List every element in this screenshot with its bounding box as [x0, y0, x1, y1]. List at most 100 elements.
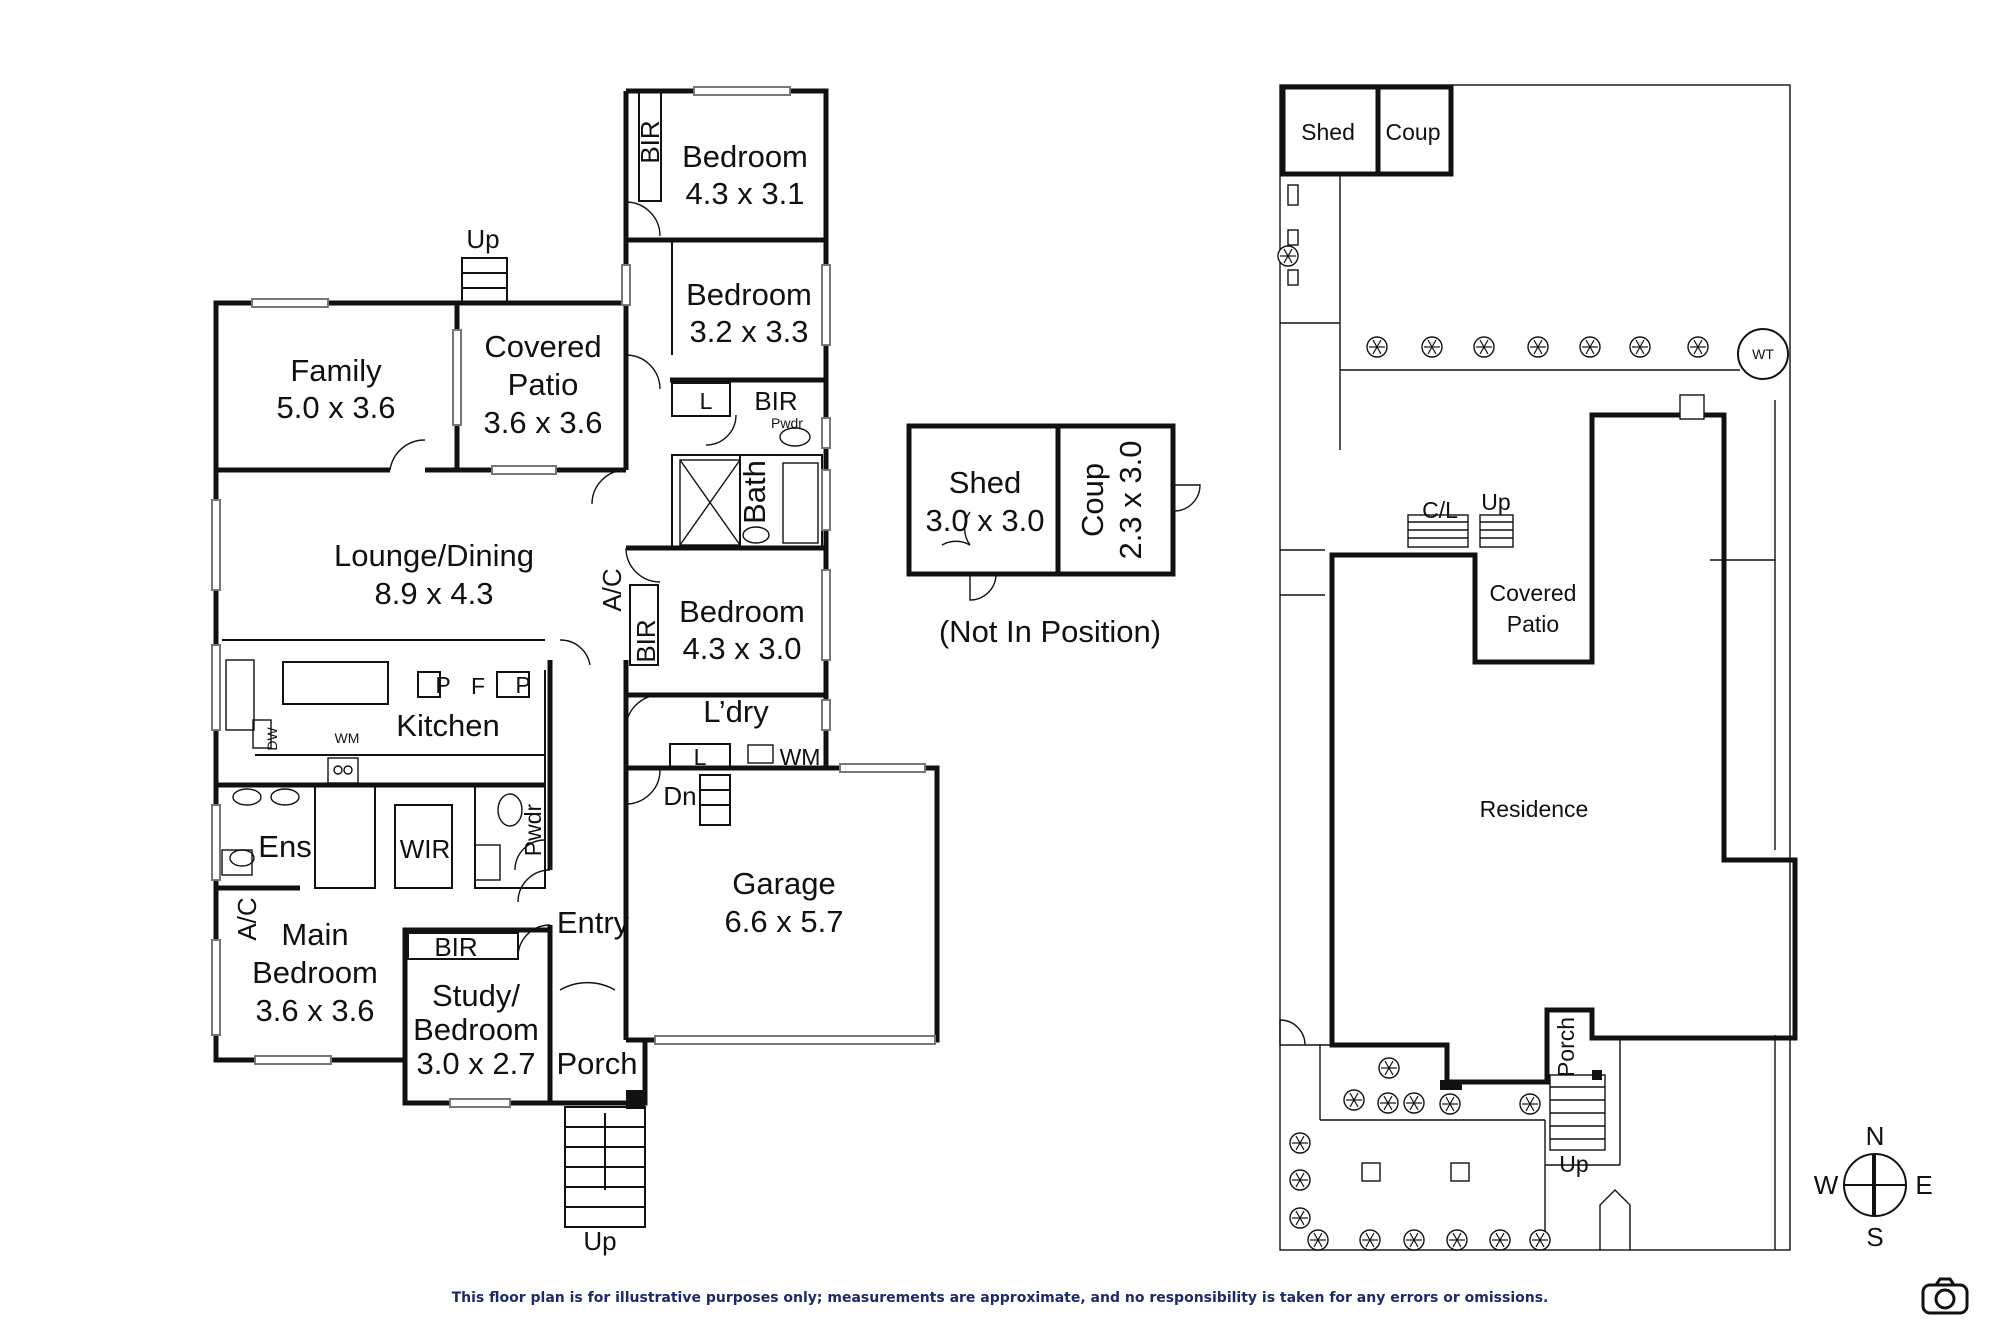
compass-east: E — [1915, 1170, 1932, 1200]
room-name: Covered — [484, 329, 601, 364]
shrub-icon-stroke — [1589, 346, 1595, 355]
shrub-icon-stroke — [1635, 339, 1641, 348]
site-shed-label: Shed — [1301, 119, 1355, 145]
site-marker — [1592, 1070, 1602, 1080]
fixture-label: A/C — [232, 897, 262, 940]
shrub-icon-stroke — [1413, 1095, 1419, 1104]
shrub-icon-stroke — [1445, 1096, 1451, 1105]
room-name: Study/ — [432, 978, 520, 1013]
shrub-icon-stroke — [1529, 1096, 1535, 1105]
patio-stairs — [461, 257, 508, 304]
shrub-icon-stroke — [1372, 339, 1378, 348]
fixture-label: BIR — [635, 120, 665, 163]
shrub-icon-stroke — [1499, 1239, 1505, 1248]
shrub-icon-stroke — [1299, 1172, 1305, 1181]
room-name: Family — [290, 353, 382, 388]
shrub-icon-stroke — [1287, 255, 1293, 264]
room-dims: 3.2 x 3.3 — [690, 314, 809, 349]
shrub-icon-stroke — [1535, 1232, 1541, 1241]
room-dims: 3.6 x 3.6 — [256, 993, 375, 1028]
shrub-icon-stroke — [1456, 1232, 1462, 1241]
compass-west: W — [1814, 1170, 1839, 1200]
shrub-icon-stroke — [1693, 346, 1699, 355]
shrub-icon-stroke — [1313, 1239, 1319, 1248]
clothesline-label: C/L — [1422, 497, 1458, 523]
shrub-icon-stroke — [1376, 339, 1382, 348]
shrub-icon-stroke — [1413, 1232, 1419, 1241]
shrub-icon-stroke — [1537, 346, 1543, 355]
shrub-icon-stroke — [1376, 346, 1382, 355]
water-tank-label: WT — [1752, 346, 1774, 362]
shrub-icon-stroke — [1299, 1217, 1305, 1226]
fixture-label: BIR — [434, 932, 477, 962]
shrub-icon-stroke — [1295, 1217, 1301, 1226]
shrub-icon-stroke — [1388, 1060, 1394, 1069]
room-name: Bedroom — [679, 594, 805, 629]
room-dims: 3.6 x 3.6 — [484, 405, 603, 440]
planter-icon — [1361, 1162, 1381, 1182]
camera-icon[interactable] — [1920, 1276, 1970, 1316]
site-porch-label: Porch — [1553, 1017, 1579, 1077]
shrub-icon-stroke — [1639, 339, 1645, 348]
shrub-icon-stroke — [1533, 346, 1539, 355]
site-patio-label: Covered — [1490, 580, 1577, 606]
shrub-icon-stroke — [1495, 1232, 1501, 1241]
room-name: Lounge/Dining — [334, 538, 534, 573]
shrubs — [1277, 245, 1709, 1251]
shrub-icon-stroke — [1383, 1095, 1389, 1104]
shrub-icon-stroke — [1409, 1232, 1415, 1241]
not-in-position-note: (Not In Position) — [939, 614, 1161, 649]
fixture-label: P — [515, 672, 530, 698]
fixture-label: P — [435, 672, 450, 698]
room-labels: Bedroom 4.3 x 3.1 Bedroom 3.2 x 3.3 Fami… — [232, 120, 1161, 1256]
room-name: Bedroom — [686, 277, 812, 312]
shrub-icon-stroke — [1372, 346, 1378, 355]
shrub-icon-stroke — [1449, 1103, 1455, 1112]
shrub-icon-stroke — [1499, 1232, 1505, 1241]
fixture-label: WM — [335, 730, 360, 746]
shrub-icon-stroke — [1349, 1092, 1355, 1101]
shrub-icon-stroke — [1365, 1239, 1371, 1248]
shrub-icon-stroke — [1483, 339, 1489, 348]
shrub-icon-stroke — [1539, 1232, 1545, 1241]
compass-icon: N S E W — [1814, 1121, 1933, 1252]
shrub-icon-stroke — [1283, 255, 1289, 264]
fixtures — [221, 427, 819, 881]
shrub-icon-stroke — [1525, 1096, 1531, 1105]
shrub-icon-stroke — [1369, 1239, 1375, 1248]
shed-coup-building — [906, 423, 1176, 577]
room-name: Kitchen — [396, 708, 499, 743]
shrub-icon-stroke — [1639, 346, 1645, 355]
shrub-icon-stroke — [1313, 1232, 1319, 1241]
shrub-icon-stroke — [1349, 1099, 1355, 1108]
shrub-icon-stroke — [1299, 1135, 1305, 1144]
shrub-icon-stroke — [1452, 1232, 1458, 1241]
shed-dims: 3.0 x 3.0 — [926, 503, 1045, 538]
fixture-label: A/C — [597, 568, 627, 611]
shrub-icon-stroke — [1483, 346, 1489, 355]
room-name: Bedroom — [252, 955, 378, 990]
room-dims: 6.6 x 5.7 — [725, 904, 844, 939]
porch-stairs — [564, 1106, 646, 1228]
shrub-icon-stroke — [1299, 1142, 1305, 1151]
fixture-label: BIR — [631, 619, 661, 662]
shrub-icon-stroke — [1295, 1135, 1301, 1144]
room-name: Bedroom — [413, 1012, 539, 1047]
room-dims: 4.3 x 3.0 — [683, 631, 802, 666]
fixture-label: Pwdr — [771, 415, 803, 431]
shrub-icon-stroke — [1456, 1239, 1462, 1248]
door-arcs — [389, 201, 971, 991]
shrub-icon-stroke — [1525, 1103, 1531, 1112]
shrub-icon-stroke — [1384, 1067, 1390, 1076]
shrub-icon-stroke — [1431, 346, 1437, 355]
shrub-icon-stroke — [1353, 1099, 1359, 1108]
shrub-icon-stroke — [1317, 1232, 1323, 1241]
garage-stairs — [699, 774, 731, 826]
shrub-icon-stroke — [1535, 1239, 1541, 1248]
shrub-icon-stroke — [1287, 248, 1293, 257]
shrub-icon-stroke — [1585, 346, 1591, 355]
shrub-icon-stroke — [1427, 339, 1433, 348]
site-boundary — [1279, 84, 1791, 1251]
shrub-icon-stroke — [1409, 1239, 1415, 1248]
shrub-icon-stroke — [1635, 346, 1641, 355]
